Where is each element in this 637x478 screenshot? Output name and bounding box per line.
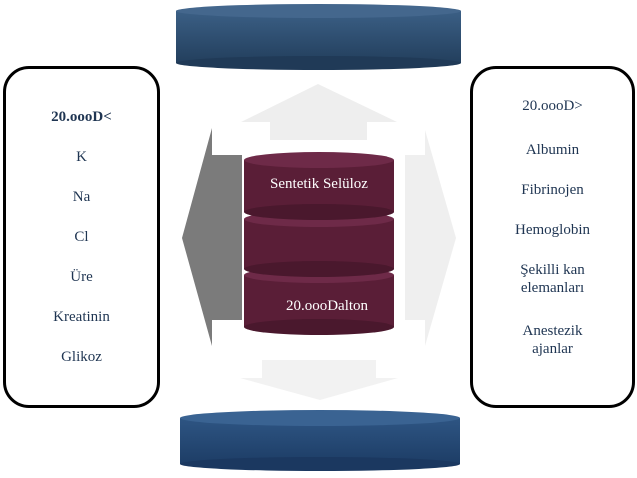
left-item-k: K: [76, 149, 87, 165]
membrane-cylinder: [244, 152, 394, 335]
right-item-sekilli-kan: Şekilli kan elemanları: [520, 262, 585, 296]
arrow-down-shape: [240, 360, 398, 400]
left-item-kreatinin: Kreatinin: [53, 309, 110, 325]
top-disk: [176, 4, 461, 70]
membrane-top-label: Sentetik Selüloz: [270, 176, 368, 192]
arrow-up-shape: [241, 84, 397, 140]
left-item-glikoz: Glikoz: [61, 349, 102, 365]
left-panel: 20.oooD< K Na Cl Üre Kreatinin Glikoz: [3, 66, 160, 408]
bottom-disk: [180, 410, 460, 471]
right-panel: 20.oooD> Albumin Fibrinojen Hemoglobin Ş…: [470, 66, 635, 408]
left-item-na: Na: [72, 189, 91, 205]
arrow-left-shape: [182, 128, 242, 346]
right-panel-header: 20.oooD>: [522, 98, 583, 114]
arrow-right-shape: [405, 130, 456, 346]
right-item-hemoglobin: Hemoglobin: [515, 222, 590, 238]
membrane-bottom-label: 20.oooDalton: [285, 298, 369, 314]
left-item-ure: Üre: [70, 269, 93, 285]
left-panel-header: 20.oooD<: [51, 109, 112, 125]
right-item-anestezik: Anestezik ajanlar: [522, 323, 583, 357]
right-item-albumin: Albumin: [525, 142, 580, 158]
right-item-fibrinojen: Fibrinojen: [521, 182, 584, 198]
left-item-cl: Cl: [74, 229, 89, 245]
